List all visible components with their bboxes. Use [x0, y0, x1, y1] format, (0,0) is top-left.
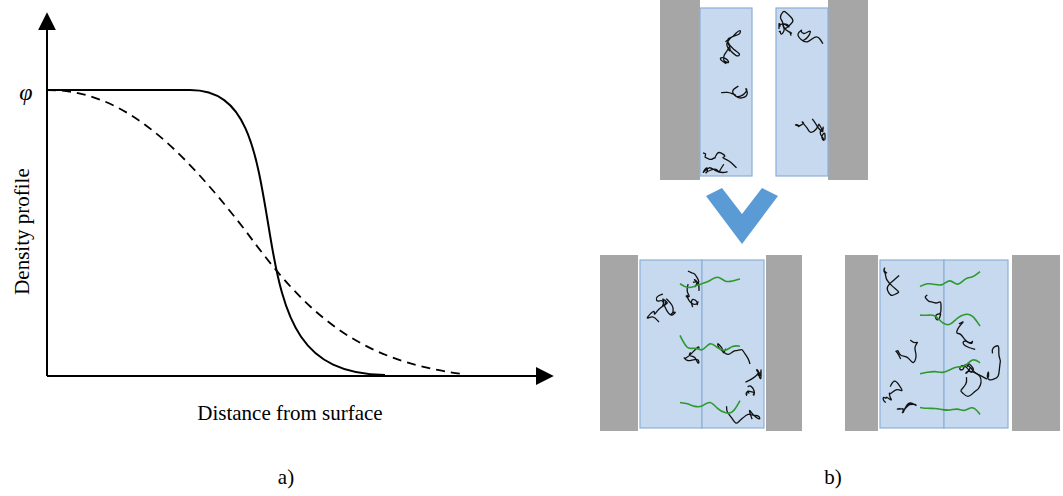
polymer-chain	[779, 24, 789, 35]
polymer-chain	[884, 268, 899, 295]
polymer-chain	[703, 152, 737, 167]
polymer-chain	[896, 340, 917, 362]
interdiffused-chain	[920, 272, 980, 287]
gap	[700, 0, 828, 180]
interdiffused-chain	[920, 360, 980, 374]
polymer-chain	[812, 119, 825, 141]
interdiffused-chain	[920, 314, 980, 326]
panel-label: b)	[824, 466, 842, 489]
polymer-layer	[640, 260, 702, 428]
polymer-chain	[897, 403, 916, 413]
panel-label: a)	[278, 466, 294, 489]
axis-symbol: φ	[19, 79, 32, 105]
x-axis	[47, 375, 552, 377]
substrate	[845, 255, 1060, 431]
polymer-chain	[987, 346, 1000, 380]
polymer-layer	[944, 260, 1008, 428]
polymer-chain	[957, 322, 975, 349]
polymer-chain	[795, 122, 823, 133]
interdiffused-chain	[680, 277, 740, 287]
polymer-chain	[725, 31, 740, 56]
axis-title: Distance from surface	[197, 402, 382, 425]
polymer-chain	[745, 370, 761, 383]
substrate	[600, 255, 802, 431]
polymer-chain	[721, 86, 747, 98]
polymer-chain	[746, 386, 754, 395]
axis-title: Density profile	[10, 169, 33, 296]
y-axis	[46, 14, 48, 376]
polymer-layer	[880, 260, 944, 428]
polymer-layer	[776, 8, 828, 176]
sharp-profile-curve	[47, 90, 385, 375]
polymer-chain	[647, 299, 667, 322]
transition-chevron	[706, 188, 778, 244]
interdiffused-chain	[680, 401, 740, 414]
polymer-chain	[798, 30, 823, 44]
polymer-chain	[720, 43, 730, 64]
interdiffused-chain	[680, 335, 740, 350]
polymer-layer	[700, 8, 752, 176]
polymer-chain	[703, 164, 727, 173]
interdiffused-chain	[920, 408, 980, 415]
polymer-chain	[883, 381, 902, 402]
polymer-chain	[727, 406, 760, 423]
gap	[878, 255, 1012, 431]
diffuse-profile-curve	[47, 90, 462, 374]
gap	[638, 255, 766, 431]
polymer-chain	[780, 11, 793, 35]
substrate	[660, 0, 868, 180]
